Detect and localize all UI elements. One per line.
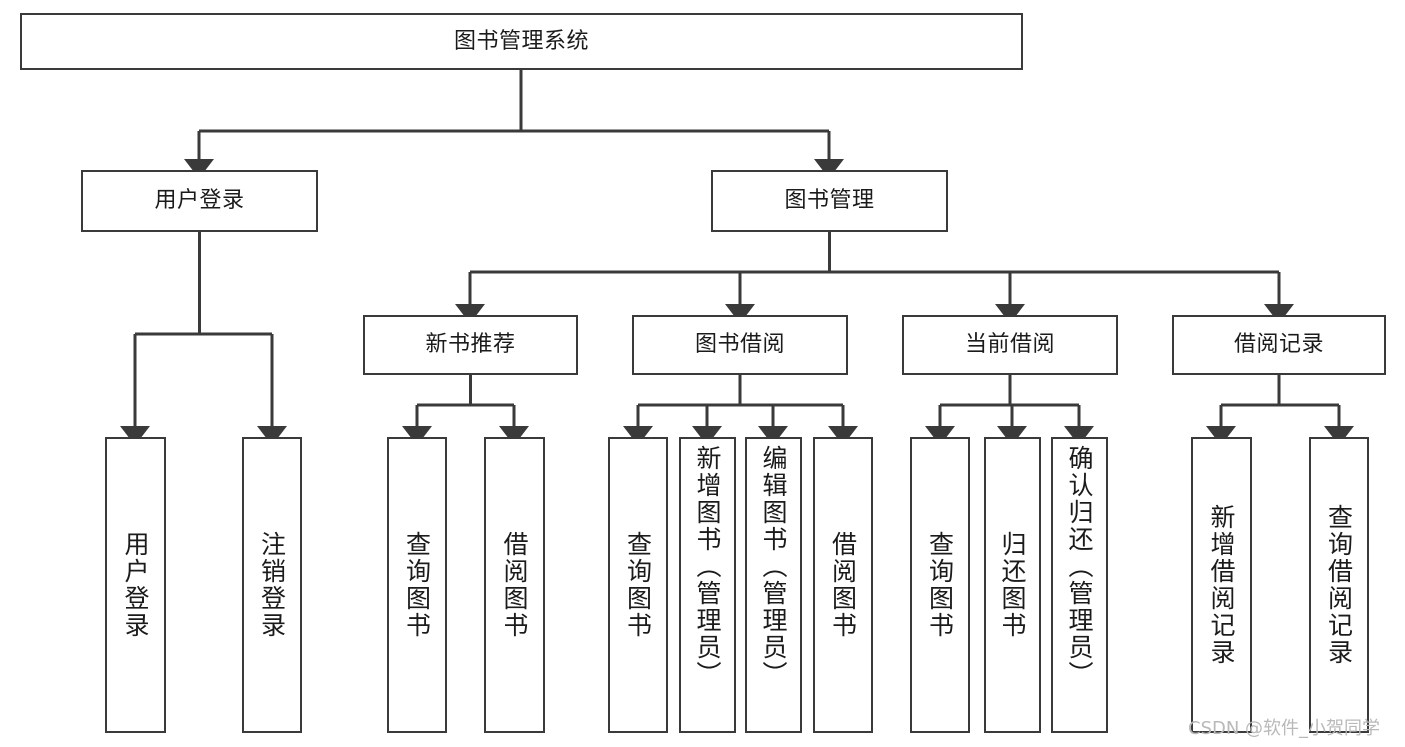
node-leaf-borrow-book[interactable]: 借阅图书: [813, 437, 873, 733]
node-current-borrow[interactable]: 当前借阅: [902, 315, 1118, 375]
node-label: 借阅图书: [828, 531, 858, 639]
node-label: 借阅图书: [500, 531, 529, 639]
node-label: 借阅记录: [1233, 332, 1324, 358]
node-label: 新书推荐: [425, 332, 516, 358]
node-label: 用户登录: [121, 531, 150, 639]
node-leaf-borrow-book-rec[interactable]: 借阅图书: [484, 437, 545, 733]
node-label: 当前借阅: [964, 332, 1055, 358]
node-leaf-user-login[interactable]: 用户登录: [105, 437, 166, 733]
node-label: 新增借阅记录: [1207, 504, 1236, 666]
node-label: 查询图书: [623, 531, 653, 639]
node-borrow-record[interactable]: 借阅记录: [1172, 315, 1386, 375]
node-label: 查询借阅记录: [1324, 504, 1354, 666]
node-leaf-logout[interactable]: 注销登录: [242, 437, 302, 733]
node-label: 归还图书: [998, 531, 1027, 639]
node-book-borrow[interactable]: 图书借阅: [632, 315, 848, 375]
csdn-watermark: CSDN @软件_小贺同学: [1188, 718, 1381, 739]
node-label: 新增图书（管理员）: [693, 445, 722, 688]
node-leaf-edit-book[interactable]: 编辑图书（管理员）: [745, 437, 802, 733]
node-leaf-add-record[interactable]: 新增借阅记录: [1191, 437, 1252, 733]
node-leaf-return-book[interactable]: 归还图书: [984, 437, 1041, 733]
node-label: 图书借阅: [694, 332, 785, 358]
node-root[interactable]: 图书管理系统: [20, 13, 1023, 70]
node-book-manage[interactable]: 图书管理: [711, 170, 948, 232]
node-leaf-confirm-return[interactable]: 确认归还（管理员）: [1051, 437, 1108, 733]
node-label: 查询图书: [925, 531, 955, 639]
node-label: 用户登录: [154, 188, 245, 214]
node-label: 注销登录: [257, 531, 287, 639]
node-leaf-query-book-borrow[interactable]: 查询图书: [608, 437, 668, 733]
node-leaf-query-book-rec[interactable]: 查询图书: [387, 437, 447, 733]
node-leaf-query-book-current[interactable]: 查询图书: [910, 437, 970, 733]
node-label: 图书管理: [784, 188, 875, 214]
node-user-login[interactable]: 用户登录: [81, 170, 318, 232]
node-leaf-query-record[interactable]: 查询借阅记录: [1309, 437, 1369, 733]
node-label: 查询图书: [402, 531, 432, 639]
node-leaf-add-book[interactable]: 新增图书（管理员）: [679, 437, 736, 733]
node-label: 图书管理系统: [453, 28, 589, 54]
node-label: 编辑图书（管理员）: [759, 445, 788, 688]
node-new-book-rec[interactable]: 新书推荐: [363, 315, 578, 375]
node-label: 确认归还（管理员）: [1065, 445, 1094, 688]
